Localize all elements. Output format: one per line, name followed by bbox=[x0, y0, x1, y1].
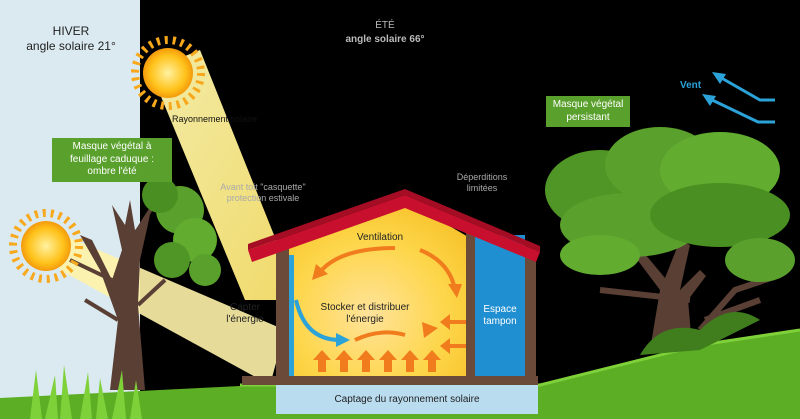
captage-slab bbox=[276, 384, 538, 414]
ventilation-arrowhead-right bbox=[448, 284, 462, 298]
wind-arrows bbox=[707, 74, 775, 124]
evergreen-tree bbox=[545, 127, 795, 350]
shrub bbox=[640, 312, 760, 355]
ground bbox=[0, 330, 800, 419]
distribute-arrowhead bbox=[422, 322, 438, 338]
distribute-arrow bbox=[354, 330, 406, 342]
ventilation-label: Ventilation bbox=[356, 232, 404, 243]
grass bbox=[30, 365, 142, 419]
solar-intake-arrow bbox=[294, 299, 341, 342]
summer-title: ÉTÉ bbox=[375, 20, 395, 31]
wind-label: Vent bbox=[680, 80, 702, 91]
heat-loss-label: Déperditions limitées bbox=[456, 172, 508, 193]
wind-arrowhead-2 bbox=[702, 94, 716, 106]
buffer-space-label: Espace tampon bbox=[483, 304, 517, 327]
inner-wall bbox=[466, 230, 475, 377]
buffer-zone bbox=[475, 235, 525, 376]
overhang-label: Avant toit "casquette" protection estiva… bbox=[220, 182, 306, 203]
floor-heat-arrows bbox=[313, 350, 441, 372]
glass-wall bbox=[289, 255, 294, 376]
winter-sun-icon bbox=[9, 209, 83, 283]
winter-angle: angle solaire 21° bbox=[26, 39, 116, 53]
solar-radiation-label: Rayonnement solaire bbox=[172, 114, 258, 124]
solar-capture-label: Captage du rayonnement solaire bbox=[334, 394, 480, 405]
solar-intake-arrowhead bbox=[336, 333, 350, 347]
evergreen-mask-label: Masque végétal persistant bbox=[546, 96, 630, 127]
summer-beam bbox=[150, 50, 300, 300]
summer-sun-icon bbox=[131, 36, 205, 110]
capture-energy-label: Capter l'énergie bbox=[226, 302, 264, 325]
summer-angle: angle solaire 66° bbox=[345, 34, 425, 45]
right-wall bbox=[525, 250, 536, 377]
ventilation-arrowhead-left bbox=[312, 264, 328, 280]
roof bbox=[248, 195, 540, 262]
deciduous-tree bbox=[69, 177, 221, 390]
deciduous-mask-label: Masque végétal à feuillage caduque : omb… bbox=[52, 138, 172, 182]
ventilation-arrow-left bbox=[318, 246, 396, 274]
winter-title: HIVER bbox=[52, 24, 90, 38]
buffer-arrowhead-bottom bbox=[440, 338, 450, 354]
store-distribute-label: Stocker et distribuer l'énergie bbox=[320, 302, 410, 325]
buffer-arrowhead-top bbox=[440, 314, 450, 330]
left-wall bbox=[276, 246, 289, 377]
wind-arrowhead-1 bbox=[712, 72, 726, 84]
foundation bbox=[242, 376, 538, 385]
